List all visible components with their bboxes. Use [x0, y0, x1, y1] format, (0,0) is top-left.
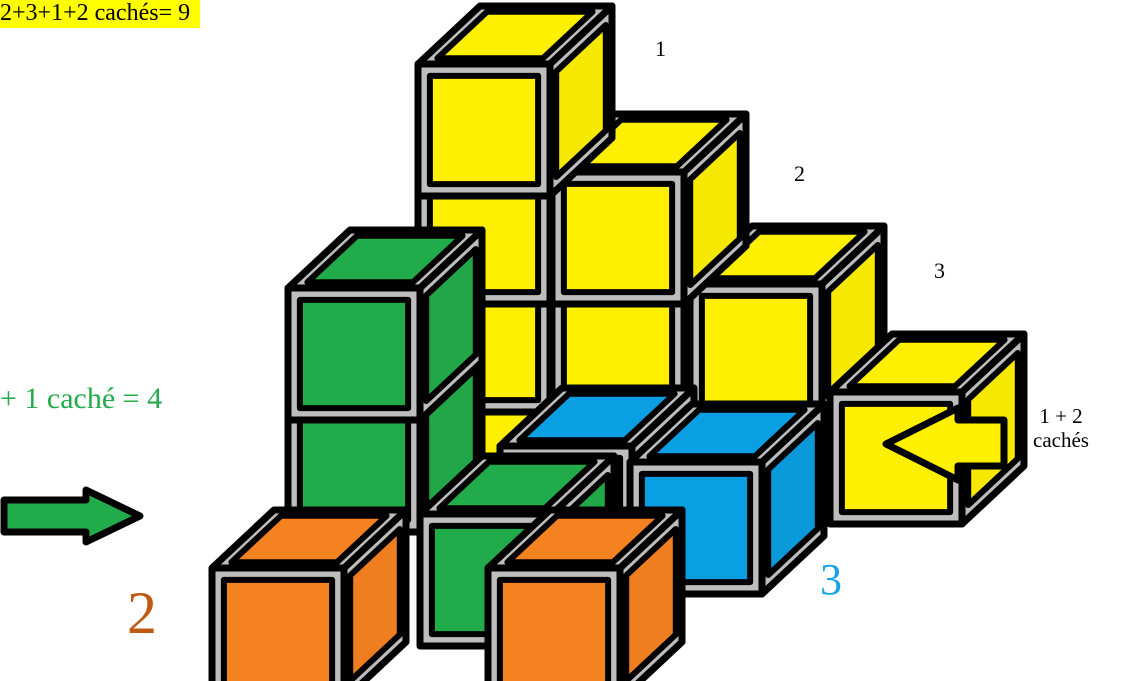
cube-front-face [430, 76, 538, 184]
green-cube [288, 230, 482, 420]
blue-count-label: 3 [820, 558, 842, 602]
hidden-note-line2: cachés [1026, 428, 1096, 452]
cube-front-face [564, 184, 672, 292]
green-count-label: + 1 caché = 4 [0, 384, 162, 414]
cube-front-face [564, 292, 672, 400]
hidden-cubes-note: 1 + 2 cachés [1026, 404, 1096, 452]
total-count-label: 2+3+1+2 cachés= 9 [0, 0, 200, 28]
hidden-note-line1: 1 + 2 [1026, 404, 1096, 428]
cube-front-face [224, 580, 332, 681]
column-label-3: 3 [934, 260, 945, 282]
cube-front-face [300, 300, 408, 408]
cube-front-face [702, 296, 810, 404]
orange-count-label: 2 [127, 583, 157, 643]
cube-front-face [500, 580, 608, 681]
cube-front-face [300, 412, 408, 520]
green-arrow-right-icon [4, 490, 140, 542]
column-label-1: 1 [655, 38, 666, 60]
orange-cube [212, 510, 406, 681]
yellow-cube [418, 6, 612, 196]
column-label-2: 2 [794, 163, 805, 185]
